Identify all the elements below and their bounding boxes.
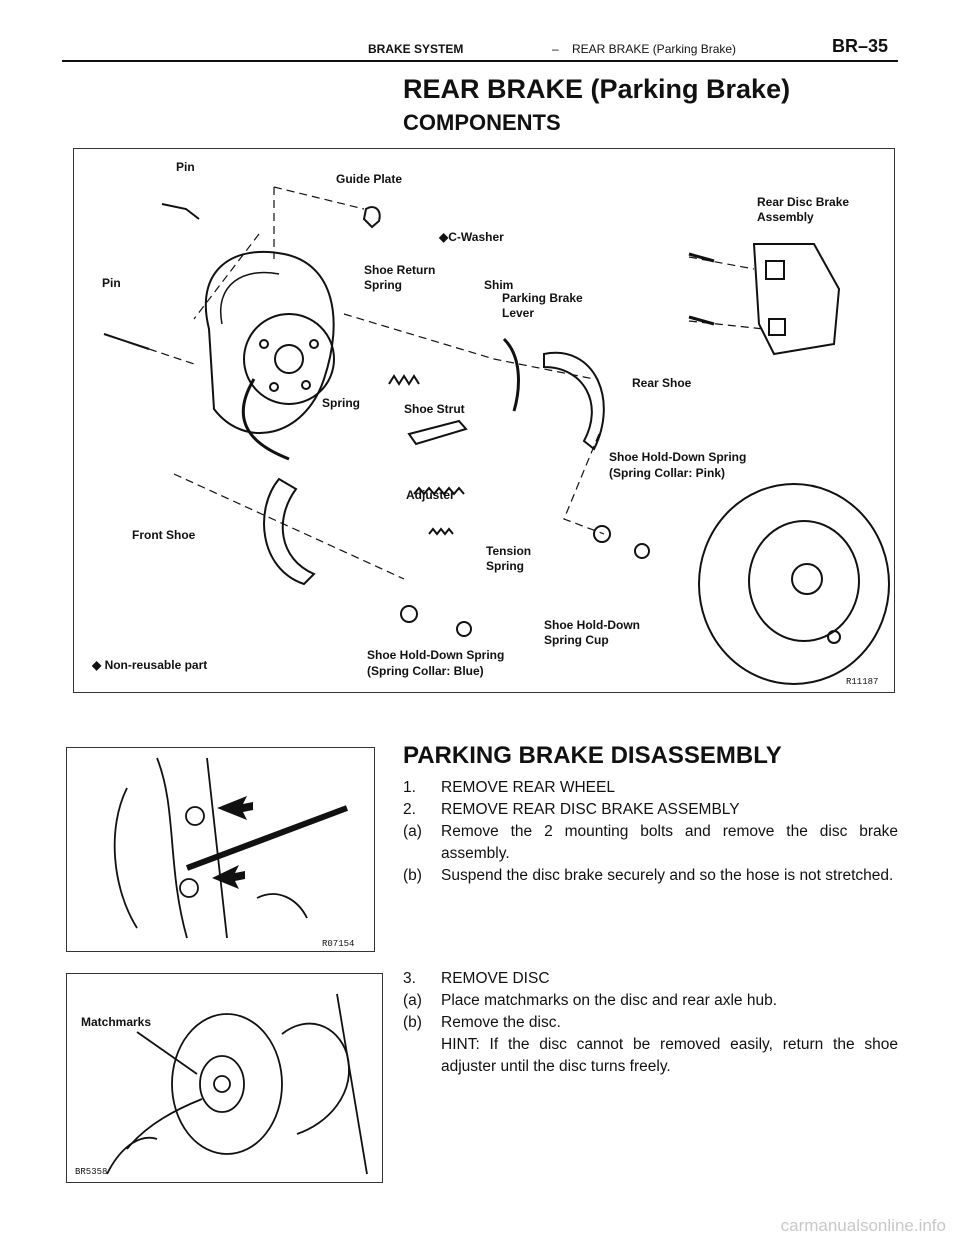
figure-code: R11187	[846, 677, 878, 687]
axle-icon	[185, 805, 349, 871]
rear-shoe-icon	[543, 351, 605, 451]
label-adjuster: Adjuster	[406, 488, 455, 502]
disc-removal-svg: Matchmarks BR5358	[75, 993, 368, 1177]
label-hold-blue-2: (Spring Collar: Blue)	[367, 664, 484, 678]
label-tension-2: Spring	[486, 559, 524, 573]
axle-hub-icon	[243, 313, 335, 405]
step-item: (b)Suspend the disc brake securely and s…	[403, 867, 894, 884]
label-guide-plate: Guide Plate	[336, 172, 402, 186]
label-shoe-return-1: Shoe Return	[364, 263, 435, 277]
figure3-code: BR5358	[75, 1167, 107, 1177]
step-item: (b)Remove the disc.	[403, 1014, 561, 1031]
label-rear-disc-1: Rear Disc Brake	[757, 195, 849, 209]
caliper-removal-svg: R07154	[113, 757, 354, 949]
section3-steps: 3.REMOVE DISC (a)Place matchmarks on the…	[403, 968, 898, 1078]
step-item: 2.REMOVE REAR DISC BRAKE ASSEMBLY	[403, 801, 740, 818]
tension-spring-icon	[413, 486, 465, 496]
label-shoe-strut: Shoe Strut	[404, 402, 465, 416]
return-spring-icon	[388, 374, 420, 386]
label-hold-pink-2: (Spring Collar: Pink)	[609, 466, 725, 480]
bolt-icon	[185, 806, 205, 826]
label-hold-blue-1: Shoe Hold-Down Spring	[367, 648, 504, 662]
shoe-strut-icon	[407, 419, 468, 446]
label-c-washer: ◆C-Washer	[438, 230, 504, 244]
guide-plate-icon	[362, 206, 381, 229]
pin-icon-2	[103, 333, 150, 350]
step-item: 1.REMOVE REAR WHEEL	[403, 779, 615, 796]
page-number: BR–35	[831, 36, 888, 56]
label-non-reusable: ◆ Non-reusable part	[91, 658, 207, 672]
step-item: (a)Remove the 2 mounting bolts and remov…	[403, 823, 898, 862]
step-item: 3.REMOVE DISC	[403, 970, 550, 987]
label-tension-1: Tension	[486, 544, 531, 558]
header-separator: –	[552, 42, 559, 56]
label-pin-top: Pin	[176, 160, 195, 174]
label-parking-lever-1: Parking Brake	[502, 291, 583, 305]
label-cup-2: Spring Cup	[544, 633, 609, 647]
hand-tool-icon	[126, 1098, 203, 1150]
step-item: HINT: If the disc cannot be removed easi…	[441, 1036, 898, 1075]
header-subsection: REAR BRAKE (Parking Brake)	[572, 42, 737, 56]
page-header: BRAKE SYSTEM – REAR BRAKE (Parking Brake…	[62, 36, 898, 62]
page-title: REAR BRAKE (Parking Brake)	[403, 74, 791, 104]
spring-cup-icon	[400, 605, 418, 623]
backing-plate-icon	[204, 250, 335, 434]
label-rear-shoe: Rear Shoe	[632, 376, 692, 390]
label-parking-lever-2: Lever	[502, 306, 534, 320]
label-pin-left: Pin	[102, 276, 121, 290]
header-section: BRAKE SYSTEM	[368, 42, 464, 56]
bolt-icon-2	[179, 878, 199, 898]
label-shim: Shim	[484, 278, 513, 292]
parking-brake-lever-icon	[502, 337, 520, 412]
label-hold-pink-1: Shoe Hold-Down Spring	[609, 450, 746, 464]
disc-removal-figure: Matchmarks BR5358	[66, 973, 383, 1183]
components-diagram: Pin Guide Plate ◆C-Washer Rear Disc Brak…	[73, 148, 895, 693]
label-spring: Spring	[322, 396, 360, 410]
arrow-icons	[212, 796, 253, 889]
watermark: carmanualsonline.info	[780, 1216, 946, 1235]
adjuster-icon	[428, 527, 454, 536]
step-item: (a)Place matchmarks on the disc and rear…	[403, 992, 778, 1009]
label-front-shoe: Front Shoe	[132, 528, 196, 542]
figure2-code: R07154	[322, 939, 354, 949]
hose-icon	[156, 757, 188, 939]
disc-icon	[171, 1013, 283, 1155]
page-subtitle: COMPONENTS	[403, 110, 561, 135]
label-matchmarks: Matchmarks	[81, 1015, 151, 1029]
front-shoe-icon	[263, 477, 316, 586]
disc-rotor-icon	[698, 483, 890, 685]
label-shoe-return-2: Spring	[364, 278, 402, 292]
section-title: PARKING BRAKE DISASSEMBLY	[403, 742, 782, 769]
label-cup-1: Shoe Hold-Down	[544, 618, 640, 632]
caliper-removal-figure: R07154	[66, 747, 375, 952]
components-diagram-svg: Pin Guide Plate ◆C-Washer Rear Disc Brak…	[91, 160, 890, 687]
section2-steps: 1.REMOVE REAR WHEEL 2.REMOVE REAR DISC B…	[403, 777, 898, 887]
label-rear-disc-2: Assembly	[757, 210, 814, 224]
pin-icon	[161, 203, 200, 220]
caliper-icon	[752, 243, 841, 356]
